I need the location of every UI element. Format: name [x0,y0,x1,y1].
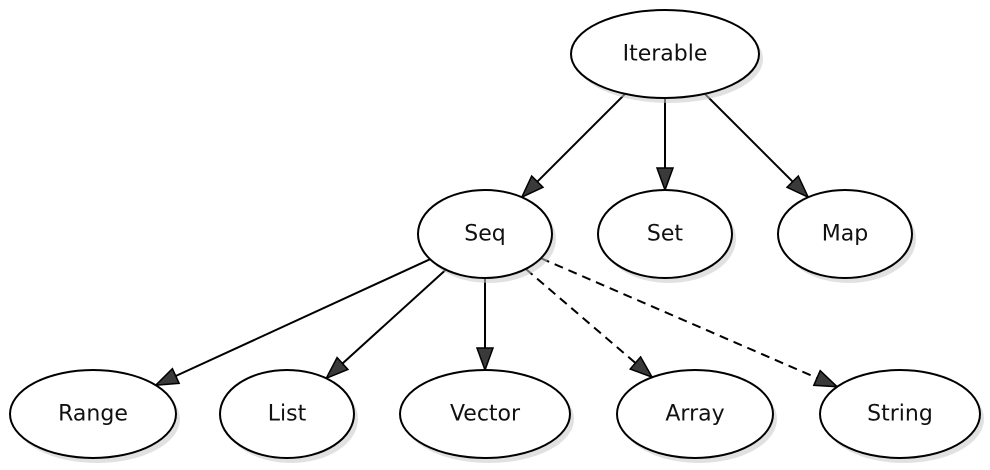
node-range: Range [9,369,180,463]
edges-layer [153,93,840,388]
node-set: Set [597,189,736,283]
node-array-shape [616,369,774,459]
nodes-layer: Iterable Seq Set Map Range List [9,9,984,463]
edge-seq-to-array [525,268,637,364]
node-array: Array [616,369,777,463]
node-set-label: Set [647,222,684,247]
node-string-label: String [867,402,933,427]
node-set-shape [597,189,733,279]
node-vector-shape [399,369,571,459]
arrowhead-seq-to-vector [475,347,495,373]
node-iterable: Iterable [570,9,763,103]
node-seq-shape [417,189,553,279]
node-seq-label: Seq [464,222,505,247]
arrowhead-seq-to-array [628,355,654,379]
node-string-shape [819,369,981,459]
node-string: String [819,369,984,463]
node-list-label: List [268,402,307,427]
arrowhead-iterable-to-seq [520,174,545,199]
node-iterable-shape [570,9,760,99]
node-vector: Vector [399,369,574,463]
node-seq: Seq [417,189,556,283]
node-list: List [219,369,358,463]
node-array-label: Array [665,402,724,427]
edge-iterable-to-seq [536,93,626,183]
node-range-label: Range [58,402,128,427]
node-map-label: Map [822,222,868,247]
edge-iterable-to-map [704,93,794,183]
node-map-shape [777,189,913,279]
arrowhead-iterable-to-set [655,167,675,193]
node-map: Map [777,189,916,283]
node-vector-label: Vector [450,402,521,427]
edge-seq-to-list [341,268,447,365]
arrowhead-iterable-to-map [785,174,810,199]
edge-seq-to-string [540,257,818,379]
arrowhead-seq-to-range [153,367,181,387]
node-list-shape [219,369,355,459]
arrowhead-seq-to-string [812,369,840,388]
node-range-shape [9,369,177,459]
arrowhead-seq-to-list [324,356,350,380]
edge-seq-to-range [175,258,431,377]
node-iterable-label: Iterable [623,42,708,67]
